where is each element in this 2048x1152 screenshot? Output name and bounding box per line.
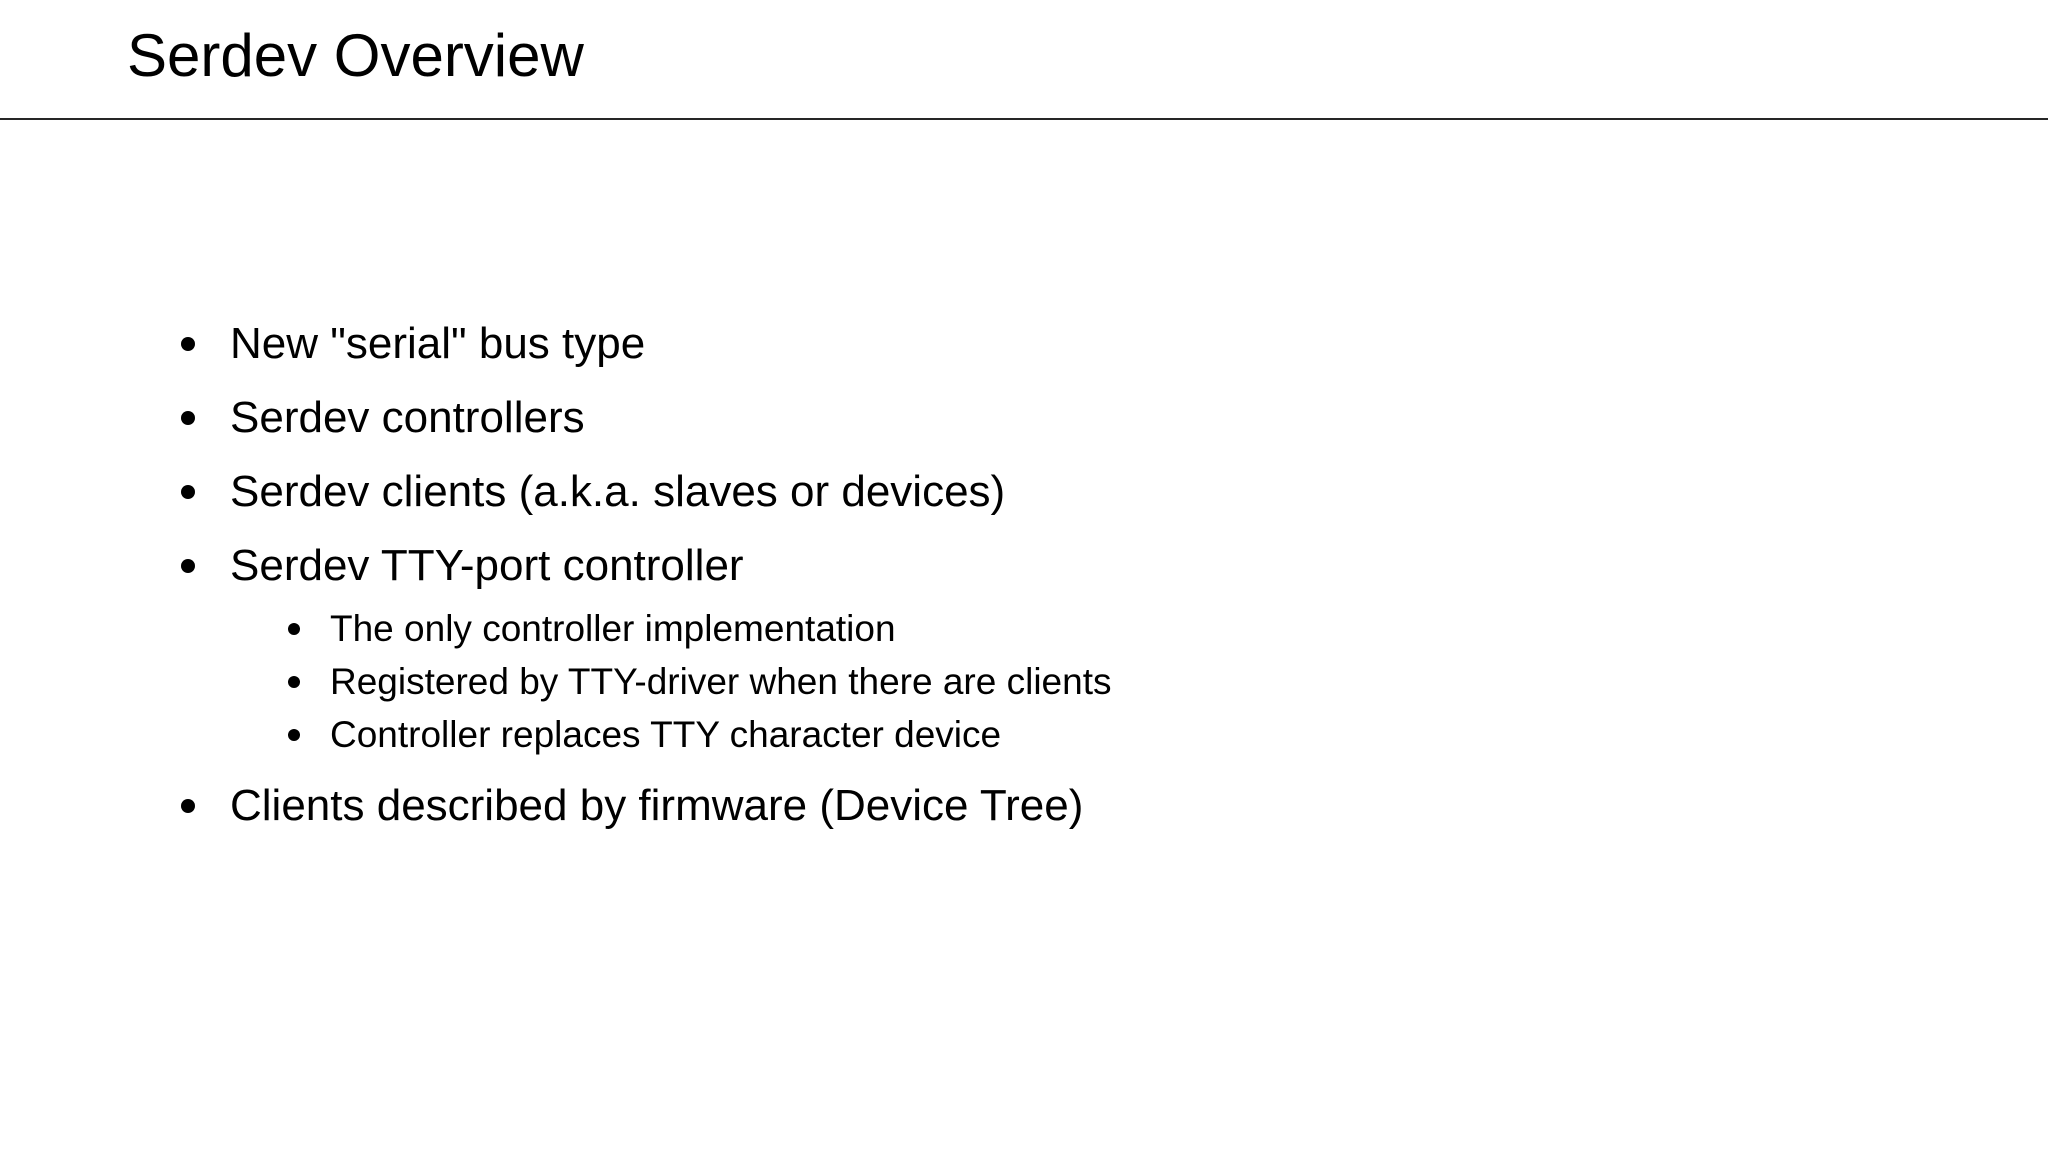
list-item: Serdev controllers: [181, 392, 2048, 444]
bullet-icon: [288, 623, 300, 635]
list-item: New "serial" bus type: [181, 318, 2048, 370]
bullet-text: The only controller implementation: [330, 608, 896, 649]
bullet-icon: [181, 485, 195, 499]
bullet-text: Serdev clients (a.k.a. slaves or devices…: [230, 467, 1006, 516]
list-item: Clients described by firmware (Device Tr…: [181, 780, 2048, 832]
bullet-text: New "serial" bus type: [230, 319, 646, 368]
sub-list-item: Registered by TTY-driver when there are …: [288, 659, 2048, 705]
list-item: Serdev TTY-port controller: [181, 540, 2048, 592]
bullet-text: Serdev TTY-port controller: [230, 541, 744, 590]
list-item: Serdev clients (a.k.a. slaves or devices…: [181, 466, 2048, 518]
sub-list-item: Controller replaces TTY character device: [288, 712, 2048, 758]
bullet-list: New "serial" bus type Serdev controllers…: [0, 318, 2048, 854]
slide-title: Serdev Overview: [127, 22, 584, 89]
bullet-text: Controller replaces TTY character device: [330, 714, 1002, 755]
bullet-icon: [181, 559, 195, 573]
bullet-icon: [181, 337, 195, 351]
bullet-text: Clients described by firmware (Device Tr…: [230, 781, 1084, 830]
bullet-icon: [181, 411, 195, 425]
bullet-icon: [288, 729, 300, 741]
bullet-text: Registered by TTY-driver when there are …: [330, 661, 1112, 702]
bullet-icon: [288, 676, 300, 688]
title-divider-rule: [0, 118, 2048, 120]
bullet-text: Serdev controllers: [230, 393, 585, 442]
sub-list-item: The only controller implementation: [288, 606, 2048, 652]
bullet-icon: [181, 799, 195, 813]
